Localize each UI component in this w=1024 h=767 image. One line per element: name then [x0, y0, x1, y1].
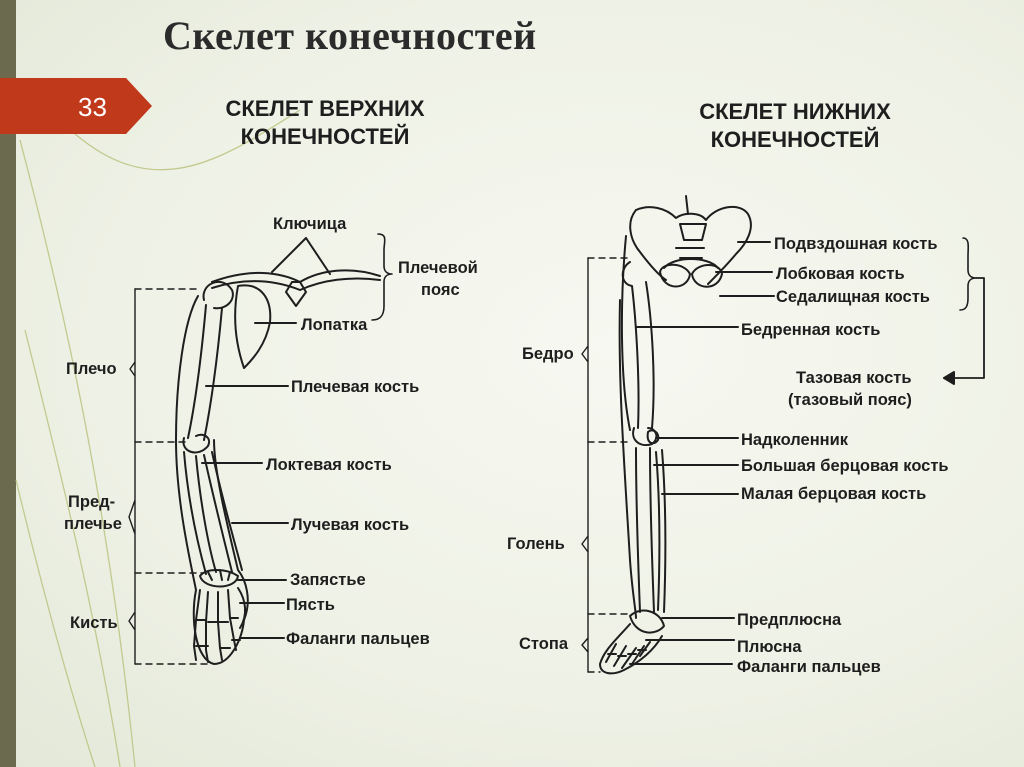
upper-heading-line1: СКЕЛЕТ ВЕРХНИХ — [225, 96, 425, 121]
label-foot: Стопа — [519, 635, 569, 653]
label-wrist: Запястье — [290, 571, 366, 589]
label-forearm-line2: плечье — [64, 515, 122, 533]
label-shoulder-girdle-line2: пояс — [421, 281, 460, 299]
label-forearm-line1: Пред- — [68, 493, 116, 511]
left-sidebar-bar — [0, 0, 16, 767]
lower-heading-line1: СКЕЛЕТ НИЖНИХ — [699, 99, 891, 124]
label-hand: Кисть — [70, 614, 118, 632]
slide-number: 33 — [78, 92, 107, 122]
label-finger-phalanges-lower: Фаланги пальцев — [737, 658, 881, 676]
label-finger-phalanges-upper: Фаланги пальцев — [286, 630, 430, 648]
label-shoulder: Плечо — [66, 360, 117, 378]
label-pelvic-bone-line1: Тазовая кость — [796, 369, 912, 387]
label-ulna: Локтевая кость — [266, 456, 392, 474]
label-ischium: Седалищная кость — [776, 288, 930, 306]
label-shin: Голень — [507, 535, 565, 553]
slide-title: Скелет конечностей — [163, 13, 537, 58]
label-scapula: Лопатка — [301, 316, 368, 334]
lower-limb-heading: СКЕЛЕТ НИЖНИХ КОНЕЧНОСТЕЙ — [665, 98, 925, 154]
label-shoulder-girdle-line1: Плечевой — [398, 259, 478, 277]
label-metatarsus: Плюсна — [737, 638, 802, 656]
label-humerus: Плечевая кость — [291, 378, 420, 396]
label-tibia: Большая берцовая кость — [741, 457, 949, 475]
label-patella: Надколенник — [741, 431, 849, 449]
upper-limb-heading: СКЕЛЕТ ВЕРХНИХ КОНЕЧНОСТЕЙ — [200, 95, 450, 151]
label-pubis: Лобковая кость — [776, 265, 905, 283]
label-tarsus: Предплюсна — [737, 611, 842, 629]
label-ilium: Подвздошная кость — [774, 235, 938, 253]
label-femur: Бедренная кость — [741, 321, 881, 339]
label-thigh: Бедро — [522, 345, 574, 363]
lower-limb-skeleton — [599, 195, 985, 675]
label-pelvic-bone-line2: (тазовый пояс) — [788, 391, 912, 409]
label-radius: Лучевая кость — [291, 516, 410, 534]
label-fibula: Малая берцовая кость — [741, 485, 927, 503]
upper-limb-skeleton — [175, 233, 393, 665]
lower-heading-line2: КОНЕЧНОСТЕЙ — [710, 127, 880, 152]
slide-number-badge — [0, 78, 152, 134]
upper-heading-line2: КОНЕЧНОСТЕЙ — [240, 124, 410, 149]
label-metacarpus: Пясть — [286, 596, 335, 614]
label-clavicle: Ключица — [273, 215, 347, 233]
